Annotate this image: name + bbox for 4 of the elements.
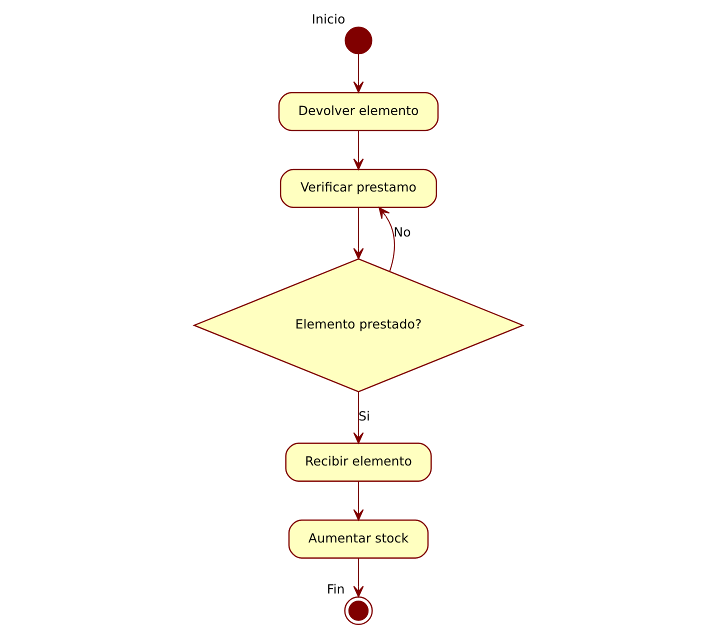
node-label: Inicio bbox=[311, 11, 345, 26]
edge-label: No bbox=[393, 224, 410, 239]
edge-label: Si bbox=[358, 408, 370, 424]
node-label: Fin bbox=[326, 580, 344, 596]
